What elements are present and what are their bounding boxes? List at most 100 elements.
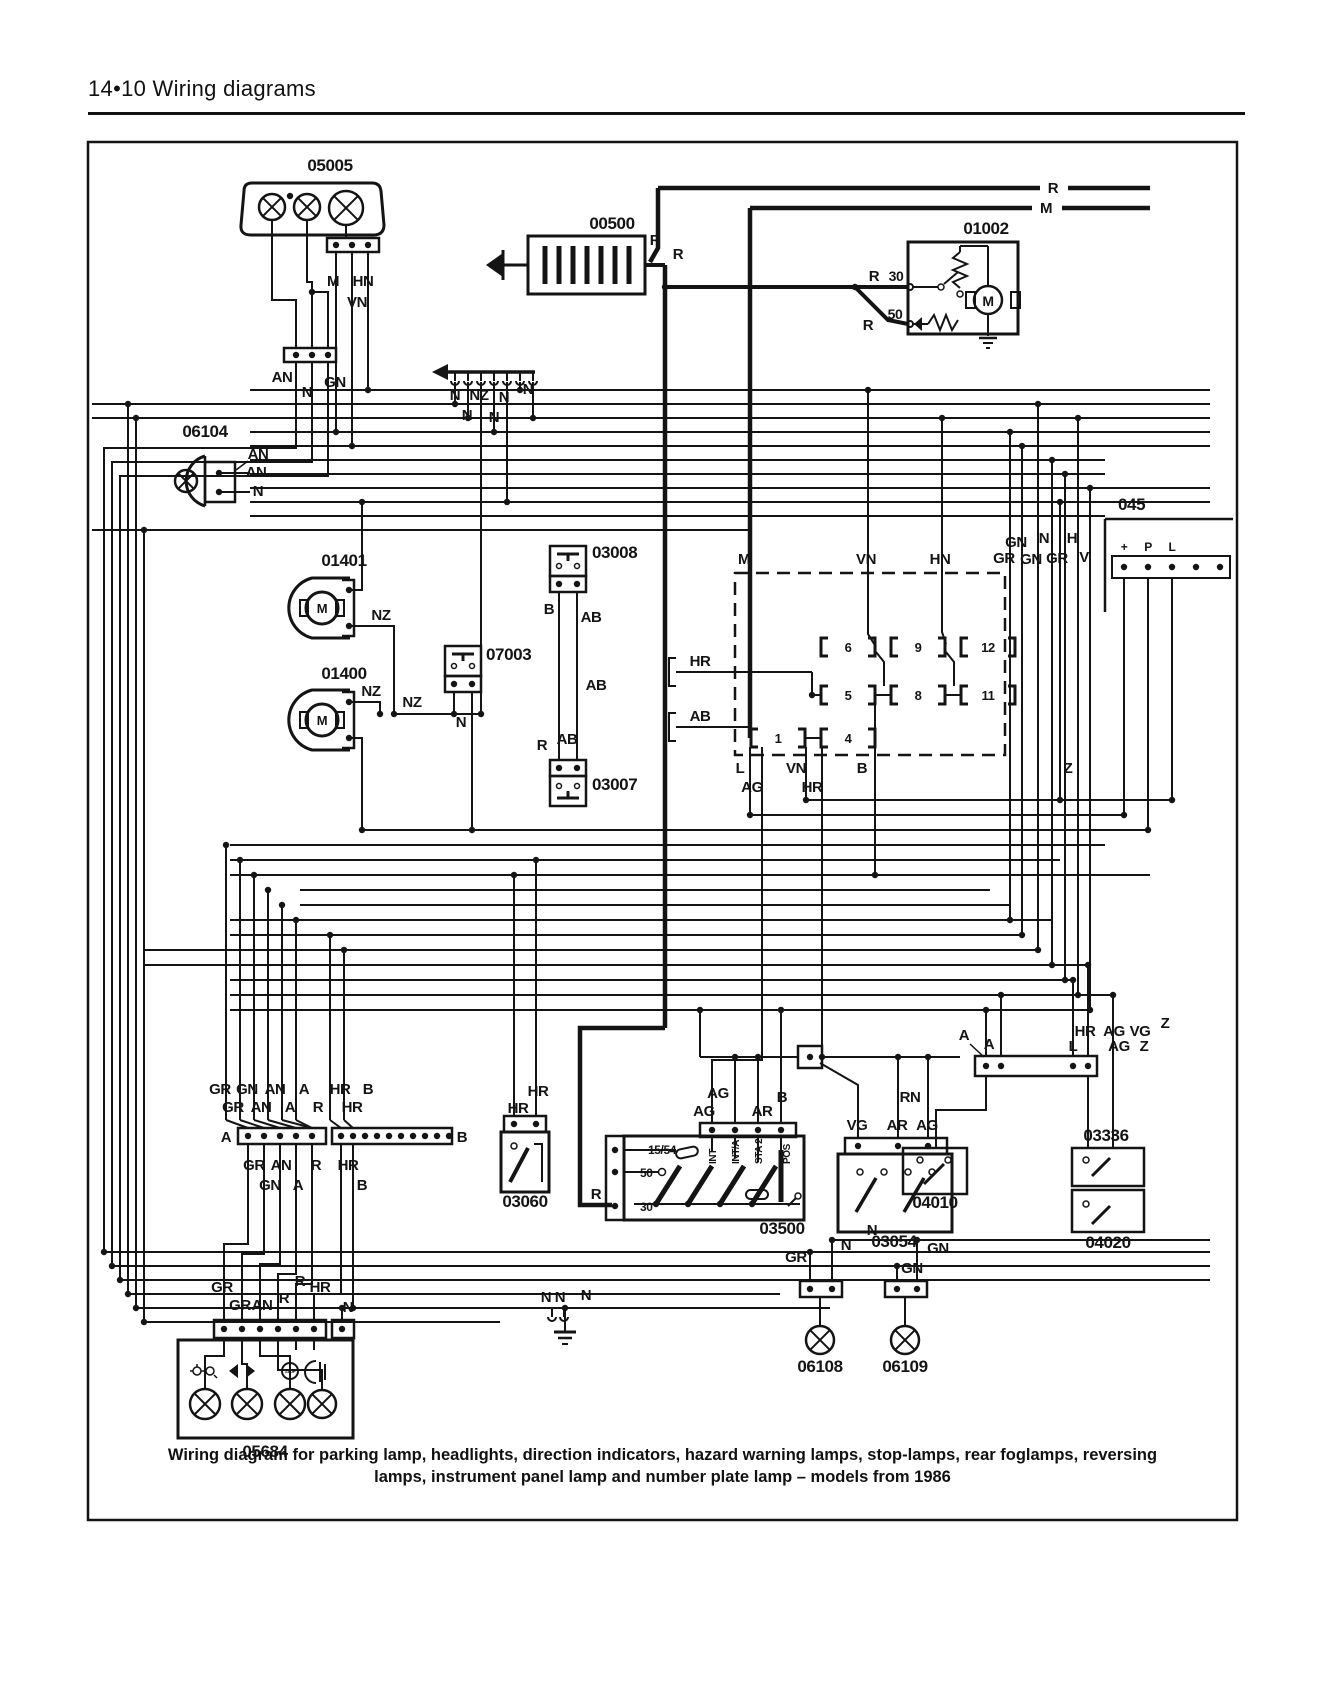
junction-dot <box>292 1132 300 1140</box>
junction-dot <box>684 1200 692 1208</box>
wire <box>281 1119 313 1129</box>
circle <box>880 1168 888 1176</box>
motor-icon <box>304 702 340 738</box>
label-n: N <box>523 381 533 398</box>
label-an: AN <box>252 1297 273 1314</box>
junction-dot <box>338 1325 346 1333</box>
junction-dot <box>913 1236 921 1244</box>
junction-dot <box>731 1126 739 1134</box>
circle <box>928 1168 936 1176</box>
junction-dot <box>871 871 879 879</box>
indicator-icon <box>246 1364 255 1378</box>
component-code-03054: 03054 <box>871 1232 917 1251</box>
junction-dot <box>310 1325 318 1333</box>
terminal-arrow-icon <box>486 253 503 277</box>
junction-dot <box>373 1132 381 1140</box>
label-gn: GN <box>236 1081 258 1098</box>
component-code-01400: 01400 <box>321 664 366 683</box>
junction-dot <box>555 764 563 772</box>
wire <box>969 1043 985 1058</box>
wire <box>668 657 676 687</box>
junction-dot <box>1069 1062 1077 1070</box>
junction-dot <box>516 386 524 394</box>
page-header-text: 14•10 Wiring diagrams <box>88 76 316 101</box>
wire <box>787 1197 797 1207</box>
junction-dot <box>652 1200 660 1208</box>
wire <box>868 727 877 749</box>
label-nz: NZ <box>371 607 390 624</box>
junction-dot <box>1074 991 1082 999</box>
junction-dot <box>1074 414 1082 422</box>
junction-dot <box>364 241 372 249</box>
wire <box>1090 1204 1112 1226</box>
box <box>548 774 588 808</box>
label-m: M <box>317 601 327 616</box>
label-an: AN <box>272 369 293 386</box>
junction-dot <box>324 351 332 359</box>
diagram-caption: Wiring diagram for parking lamp, headlig… <box>88 1444 1237 1489</box>
junction-dot <box>397 1132 405 1140</box>
wire <box>717 1164 747 1206</box>
wire <box>343 1119 354 1129</box>
circle <box>450 662 458 670</box>
page-header: 14•10 Wiring diagrams <box>88 76 316 102</box>
junction-dot <box>421 1132 429 1140</box>
caption-line-2: lamps, instrument panel lamp and number … <box>374 1468 951 1487</box>
relay-04020 <box>1070 1188 1146 1234</box>
component-code-03007: 03007 <box>592 775 637 794</box>
label-hr: HR <box>338 1157 359 1174</box>
junction-dot <box>1084 961 1092 969</box>
switch-03054 <box>836 1152 954 1234</box>
box <box>548 574 588 594</box>
label-a: A <box>299 1081 310 1098</box>
label-b: B <box>544 601 555 618</box>
junction-dot <box>278 901 286 909</box>
junction-dot <box>308 351 316 359</box>
junction-dot <box>451 400 459 408</box>
wire <box>349 502 363 591</box>
junction-dot <box>1084 1062 1092 1070</box>
junction-dot <box>124 400 132 408</box>
junction-dot <box>340 946 348 954</box>
junction-dot <box>748 1200 756 1208</box>
component-code-06104: 06104 <box>182 422 228 441</box>
junction-dot <box>611 1202 619 1210</box>
wire <box>225 1119 249 1129</box>
junction-dot <box>802 796 810 804</box>
junction-dot <box>337 1132 345 1140</box>
junction-dot <box>1006 916 1014 924</box>
box <box>443 674 483 694</box>
label-an: AN <box>248 446 269 463</box>
junction-dot <box>450 680 458 688</box>
label-an: AN <box>251 1099 272 1116</box>
label-r: R <box>313 1099 324 1116</box>
wire <box>342 578 356 638</box>
label-gr: GR <box>993 550 1015 567</box>
junction-dot <box>264 886 272 894</box>
junction-dot <box>754 1126 762 1134</box>
label-nz: NZ <box>469 387 488 404</box>
wire <box>277 1144 297 1320</box>
wire <box>819 1062 859 1138</box>
connector-03060 <box>502 1114 548 1134</box>
label-b: B <box>357 1177 368 1194</box>
wire <box>204 1338 225 1389</box>
wire <box>103 362 297 1252</box>
junction-dot <box>236 856 244 864</box>
label-vn: VN <box>856 551 876 568</box>
label-r: R <box>1048 180 1059 197</box>
label-p: P <box>1144 540 1152 554</box>
junction-dot <box>100 1248 108 1256</box>
connector-03500-top <box>698 1121 798 1139</box>
label-l: L <box>1169 540 1176 554</box>
label-gn: GN <box>1005 534 1027 551</box>
junction-dot <box>385 1132 393 1140</box>
label-rn: RN <box>900 1089 921 1106</box>
wire <box>875 651 885 686</box>
wire <box>349 737 363 830</box>
wire <box>295 1144 313 1320</box>
box <box>675 1145 699 1160</box>
junction-dot <box>864 386 872 394</box>
junction-dot <box>510 871 518 879</box>
motor-01401 <box>287 576 350 640</box>
